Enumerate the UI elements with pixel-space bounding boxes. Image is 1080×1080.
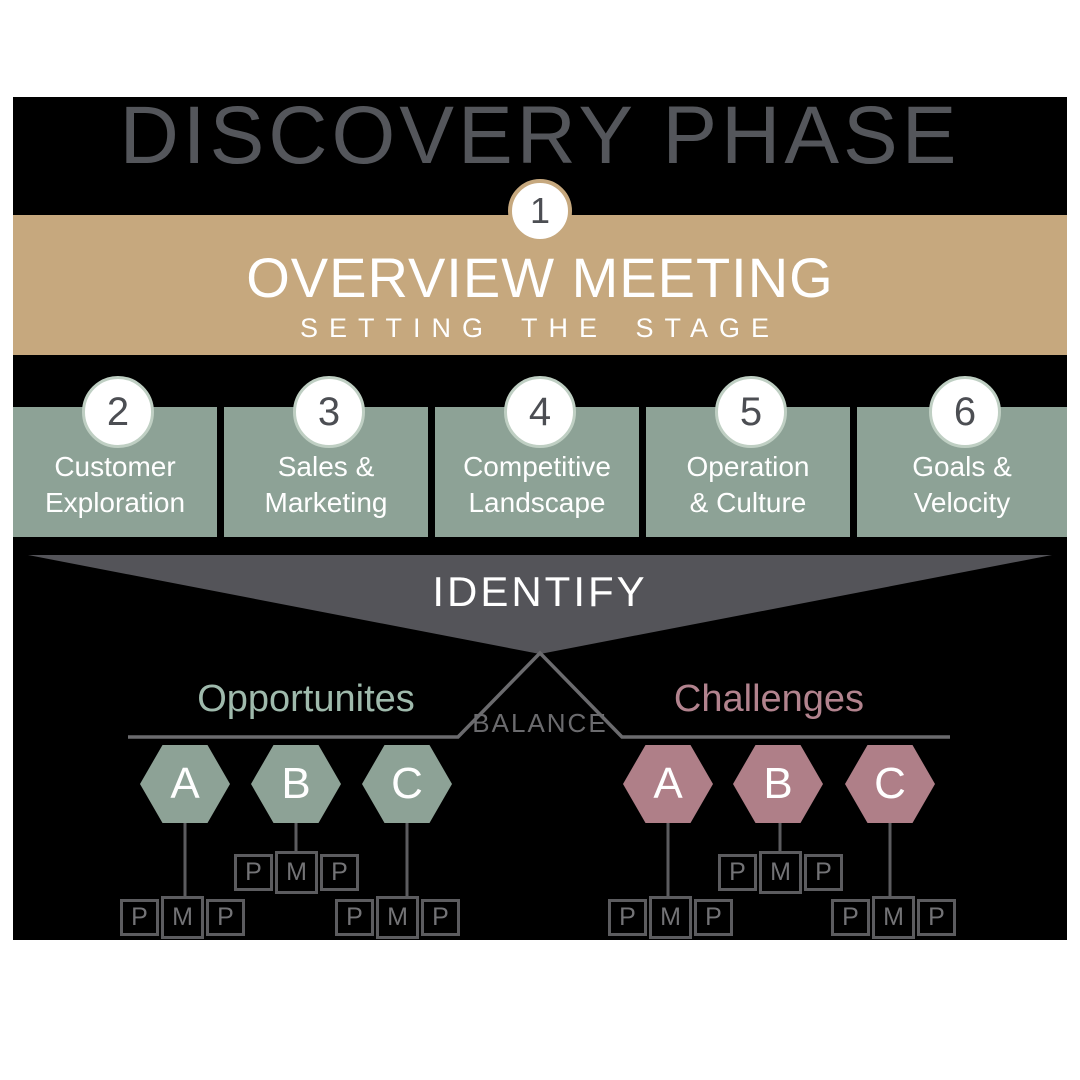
step-box-sales-marketing: Sales & Marketing — [224, 407, 428, 537]
overview-meeting-heading: OVERVIEW MEETING — [246, 246, 834, 309]
challenge-hexagon-b: B — [733, 745, 823, 823]
step-label: Customer Exploration — [44, 451, 186, 518]
pmp-group-left-b: P M P — [234, 851, 359, 894]
pmp-group-right-a: P M P — [608, 896, 733, 939]
pmp-box-p: P — [694, 899, 733, 936]
step-number-badge-2: 2 — [82, 376, 154, 448]
challenge-hexagon-c: C — [845, 745, 935, 823]
step-label: Operation & Culture — [686, 451, 810, 518]
challenges-heading: Challenges — [673, 678, 865, 720]
identify-label: IDENTIFY — [432, 568, 648, 615]
pmp-group-left-c: P M P — [335, 896, 460, 939]
step-label: Competitive Landscape — [463, 451, 611, 518]
opportunity-hexagon-c: C — [362, 745, 452, 823]
pmp-box-p: P — [421, 899, 460, 936]
pmp-box-p: P — [804, 854, 843, 891]
opportunity-hexagon-a: A — [140, 745, 230, 823]
pmp-box-p: P — [320, 854, 359, 891]
step-number-badge-6: 6 — [929, 376, 1001, 448]
overview-meeting-subheading: SETTING THE STAGE — [299, 313, 781, 343]
pmp-box-p: P — [831, 899, 870, 936]
pmp-group-right-c: P M P — [831, 896, 956, 939]
step-number-badge-1: 1 — [508, 179, 572, 243]
pmp-box-p: P — [608, 899, 647, 936]
step-box-operation-culture: Operation & Culture — [646, 407, 850, 537]
pmp-box-m: M — [872, 896, 915, 939]
step-number-badge-3: 3 — [293, 376, 365, 448]
opportunity-hexagon-b: B — [251, 745, 341, 823]
pmp-box-m: M — [275, 851, 318, 894]
pmp-box-m: M — [649, 896, 692, 939]
pmp-group-left-a: P M P — [120, 896, 245, 939]
pmp-box-p: P — [206, 899, 245, 936]
pmp-box-p: P — [718, 854, 757, 891]
opportunities-heading: Opportunites — [197, 678, 415, 720]
pmp-box-m: M — [376, 896, 419, 939]
pmp-box-p: P — [917, 899, 956, 936]
step-label: Goals & Velocity — [912, 451, 1012, 518]
pmp-box-p: P — [335, 899, 374, 936]
pmp-group-right-b: P M P — [718, 851, 843, 894]
step-number-badge-4: 4 — [504, 376, 576, 448]
pmp-box-p: P — [120, 899, 159, 936]
step-number-badge-5: 5 — [715, 376, 787, 448]
challenge-hexagon-a: A — [623, 745, 713, 823]
pmp-box-m: M — [759, 851, 802, 894]
pmp-box-m: M — [161, 896, 204, 939]
balance-label: BALANCE — [472, 708, 608, 738]
page-title: DISCOVERY PHASE — [119, 90, 961, 181]
pmp-box-p: P — [234, 854, 273, 891]
step-label: Sales & Marketing — [264, 451, 388, 518]
